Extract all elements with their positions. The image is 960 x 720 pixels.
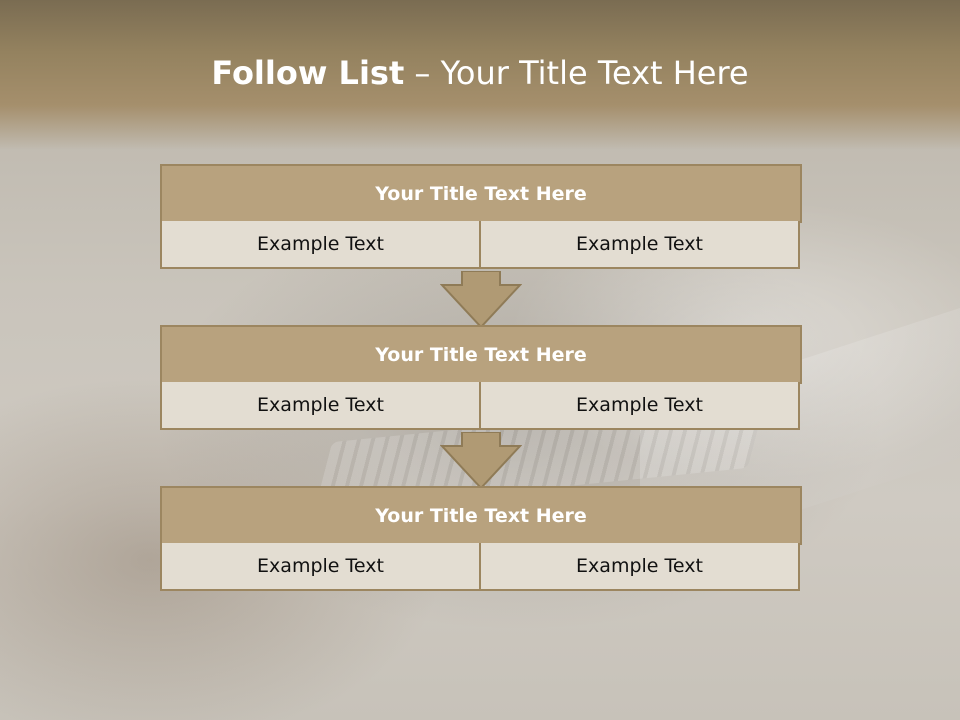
block-cell-left: Example Text: [160, 543, 481, 591]
block-title: Your Title Text Here: [160, 325, 802, 384]
slide-title-rest: – Your Title Text Here: [404, 54, 749, 92]
list-block-3: Your Title Text Here Example Text Exampl…: [160, 486, 802, 591]
slide-title: Follow List – Your Title Text Here: [0, 54, 960, 92]
down-arrow-icon: [440, 432, 522, 490]
slide-title-bold: Follow List: [211, 54, 405, 92]
list-block-2: Your Title Text Here Example Text Exampl…: [160, 325, 802, 430]
block-cell-right: Example Text: [479, 543, 800, 591]
block-cell-left: Example Text: [160, 382, 481, 430]
down-arrow-icon: [440, 271, 522, 329]
block-cell-left: Example Text: [160, 221, 481, 269]
title-band: [0, 0, 960, 150]
block-title: Your Title Text Here: [160, 486, 802, 545]
block-title: Your Title Text Here: [160, 164, 802, 223]
list-block-1: Your Title Text Here Example Text Exampl…: [160, 164, 802, 269]
block-cell-right: Example Text: [479, 382, 800, 430]
block-cell-right: Example Text: [479, 221, 800, 269]
